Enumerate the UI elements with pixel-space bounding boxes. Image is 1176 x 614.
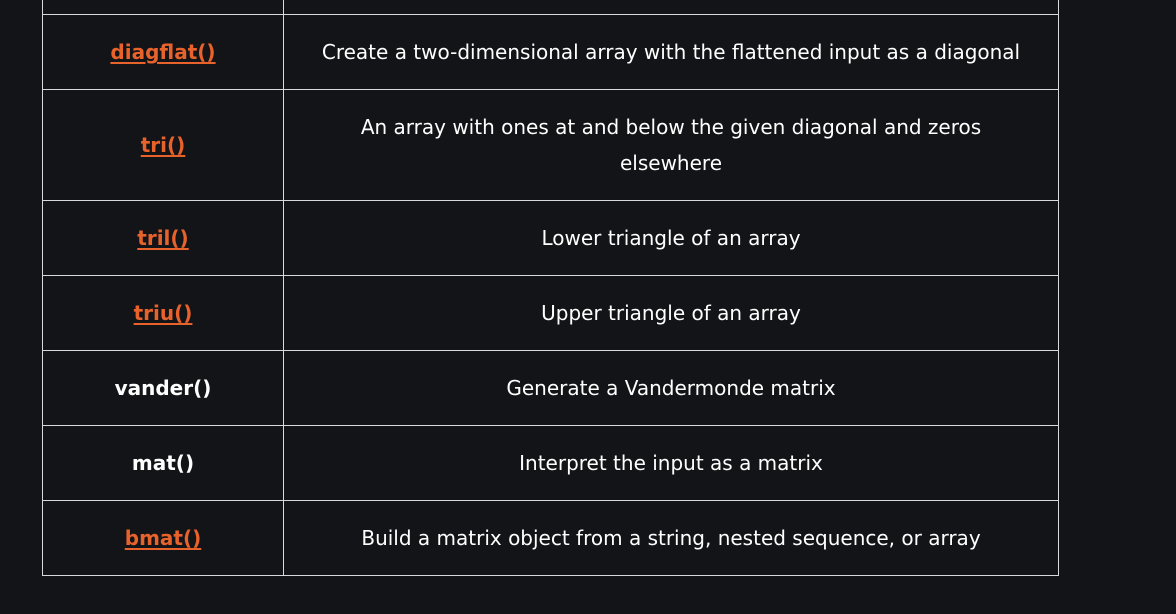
function-link-diagflat[interactable]: diagflat() (110, 40, 216, 64)
table-row: tril() Lower triangle of an array (42, 200, 1059, 276)
function-link-tri[interactable]: tri() (140, 133, 186, 157)
table-row: triu() Upper triangle of an array (42, 275, 1059, 351)
function-cell: tril() (42, 200, 284, 276)
description-cell: An array with ones at and below the give… (283, 89, 1059, 201)
function-name-mat: mat() (131, 451, 195, 475)
description-text: Build a matrix object from a string, nes… (361, 526, 981, 550)
function-name-vander: vander() (114, 376, 212, 400)
function-link-tril[interactable]: tril() (137, 226, 189, 250)
functions-table: diagflat() Create a two-dimensional arra… (42, 0, 1059, 576)
description-text: Generate a Vandermonde matrix (506, 376, 836, 400)
description-cell: Interpret the input as a matrix (283, 425, 1059, 501)
description-cell: Upper triangle of an array (283, 275, 1059, 351)
table-row: vander() Generate a Vandermonde matrix (42, 350, 1059, 426)
description-text: Interpret the input as a matrix (519, 451, 823, 475)
description-cell: Build a matrix object from a string, nes… (283, 500, 1059, 576)
table-row: tri() An array with ones at and below th… (42, 89, 1059, 201)
function-cell: bmat() (42, 500, 284, 576)
functions-table-container: diagflat() Create a two-dimensional arra… (42, 0, 1059, 576)
description-cell: Lower triangle of an array (283, 200, 1059, 276)
table-row: diagflat() Create a two-dimensional arra… (42, 14, 1059, 90)
function-cell: diagflat() (42, 14, 284, 90)
function-cell: tri() (42, 89, 284, 201)
table-row-partial (42, 0, 1059, 15)
table-cell (42, 0, 284, 15)
function-link-bmat[interactable]: bmat() (124, 526, 202, 550)
table-row: bmat() Build a matrix object from a stri… (42, 500, 1059, 576)
function-cell: triu() (42, 275, 284, 351)
table-row: mat() Interpret the input as a matrix (42, 425, 1059, 501)
description-text: Create a two-dimensional array with the … (321, 40, 1021, 64)
function-cell: vander() (42, 350, 284, 426)
description-cell: Create a two-dimensional array with the … (283, 14, 1059, 90)
function-link-triu[interactable]: triu() (133, 301, 193, 325)
description-text: Lower triangle of an array (541, 226, 801, 250)
table-cell (283, 0, 1059, 15)
function-cell: mat() (42, 425, 284, 501)
description-text: An array with ones at and below the give… (360, 115, 982, 175)
description-text: Upper triangle of an array (541, 301, 801, 325)
description-cell: Generate a Vandermonde matrix (283, 350, 1059, 426)
